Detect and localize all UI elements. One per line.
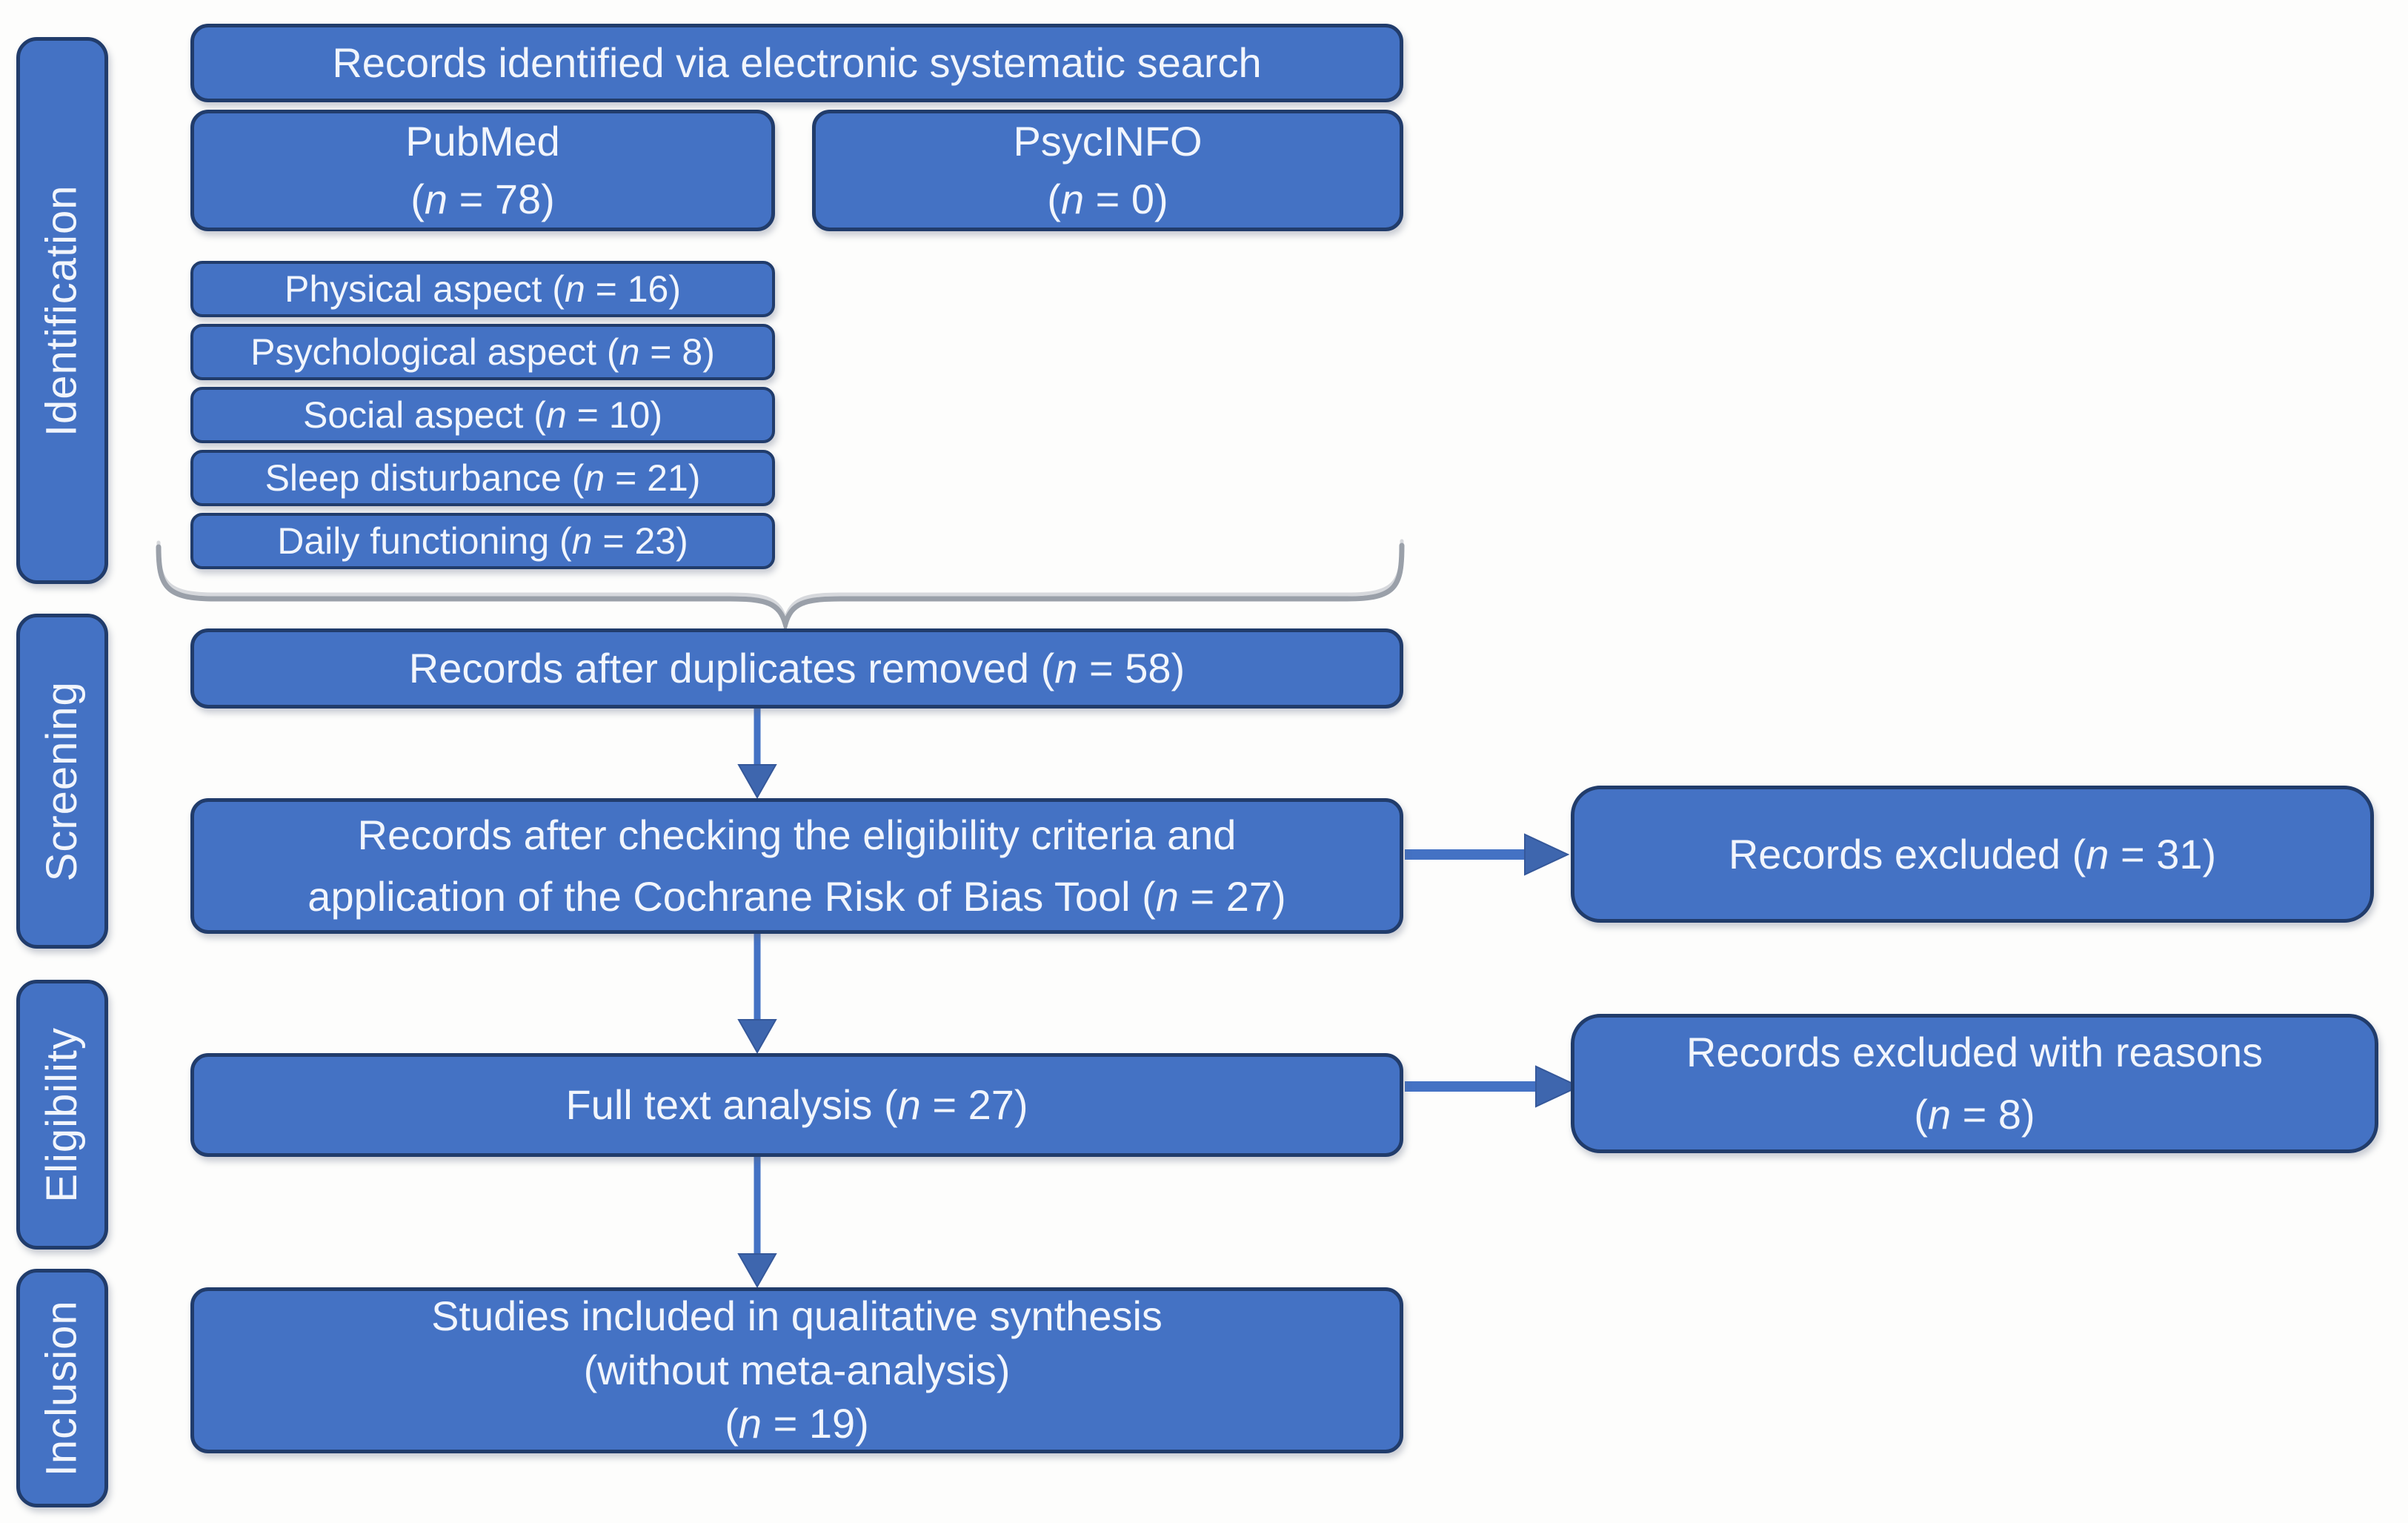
box-psycinfo: PsycINFO (n = 0) [812,110,1403,231]
stage-label-identification: Identification [16,37,108,584]
n-variable: n [571,520,593,562]
n-variable: n [584,457,605,499]
n-variable: n [1155,872,1179,920]
stage-label-inclusion: Inclusion [16,1269,108,1507]
box-text-line2: (n = 8) [1914,1091,2035,1138]
aspect-text: Sleep disturbance (n = 21) [265,457,701,499]
n-variable: n [1060,176,1085,222]
box-text-line2: application of the Cochrane Risk of Bias… [307,872,1286,920]
box-duplicates-removed: Records after duplicates removed (n = 58… [190,628,1403,709]
stage-label-text: Screening [37,680,86,882]
box-text-line1: Records excluded with reasons [1686,1029,2264,1075]
box-aspect-physical: Physical aspect (n = 16) [190,261,775,317]
box-text-line1: Studies included in qualitative synthesi… [431,1292,1163,1339]
n-variable: n [619,331,640,373]
aspect-text: Social aspect (n = 10) [303,394,662,436]
box-excluded-with-reasons: Records excluded with reasons (n = 8) [1571,1014,2378,1153]
n-variable: n [545,394,567,436]
n-variable: n [2086,830,2109,877]
box-fulltext-analysis: Full text analysis (n = 27) [190,1053,1403,1157]
aspect-text: Daily functioning (n = 23) [277,520,688,562]
stage-label-eligibility: Eligibility [16,980,108,1250]
box-aspect-daily-functioning: Daily functioning (n = 23) [190,513,775,569]
stage-label-screening: Screening [16,614,108,949]
stage-label-text: Identification [37,185,86,437]
arrowhead-screened-to-fulltext [737,1019,777,1055]
box-text-line3: (n = 19) [725,1400,869,1447]
n-variable: n [424,176,448,222]
box-aspect-social: Social aspect (n = 10) [190,387,775,443]
box-records-identified: Records identified via electronic system… [190,24,1403,102]
n-variable: n [1927,1091,1952,1138]
box-text: Records after duplicates removed (n = 58… [408,645,1185,692]
n-variable: n [897,1081,921,1129]
box-pubmed: PubMed (n = 78) [190,110,775,231]
arrowhead-fulltext-to-included [737,1253,777,1289]
arrowhead-duplicates-to-screened [737,764,777,800]
box-text-line1: Records after checking the eligibility c… [357,811,1237,858]
stage-label-text: Eligibility [37,1026,86,1203]
box-eligibility-checked: Records after checking the eligibility c… [190,798,1403,934]
n-variable: n [738,1400,762,1447]
box-text-line2: (without meta-analysis) [583,1346,1011,1393]
source-count: (n = 0) [1047,176,1168,222]
box-text: Full text analysis (n = 27) [565,1081,1028,1129]
arrowhead-screened-to-excluded [1524,833,1570,876]
box-studies-included: Studies included in qualitative synthesi… [190,1287,1403,1453]
n-variable: n [564,268,585,310]
aspect-text: Physical aspect (n = 16) [285,268,681,310]
box-records-excluded: Records excluded (n = 31) [1571,786,2374,923]
n-variable: n [1054,645,1078,692]
source-name: PsycINFO [1013,117,1203,165]
stage-label-text: Inclusion [37,1300,86,1476]
aspect-text: Psychological aspect (n = 8) [250,331,715,373]
source-count: (n = 78) [410,176,555,222]
box-text: Records identified via electronic system… [332,39,1262,87]
box-text: Records excluded (n = 31) [1728,830,2217,877]
box-aspect-sleep: Sleep disturbance (n = 21) [190,450,775,506]
source-name: PubMed [405,117,560,165]
box-aspect-psychological: Psychological aspect (n = 8) [190,324,775,380]
